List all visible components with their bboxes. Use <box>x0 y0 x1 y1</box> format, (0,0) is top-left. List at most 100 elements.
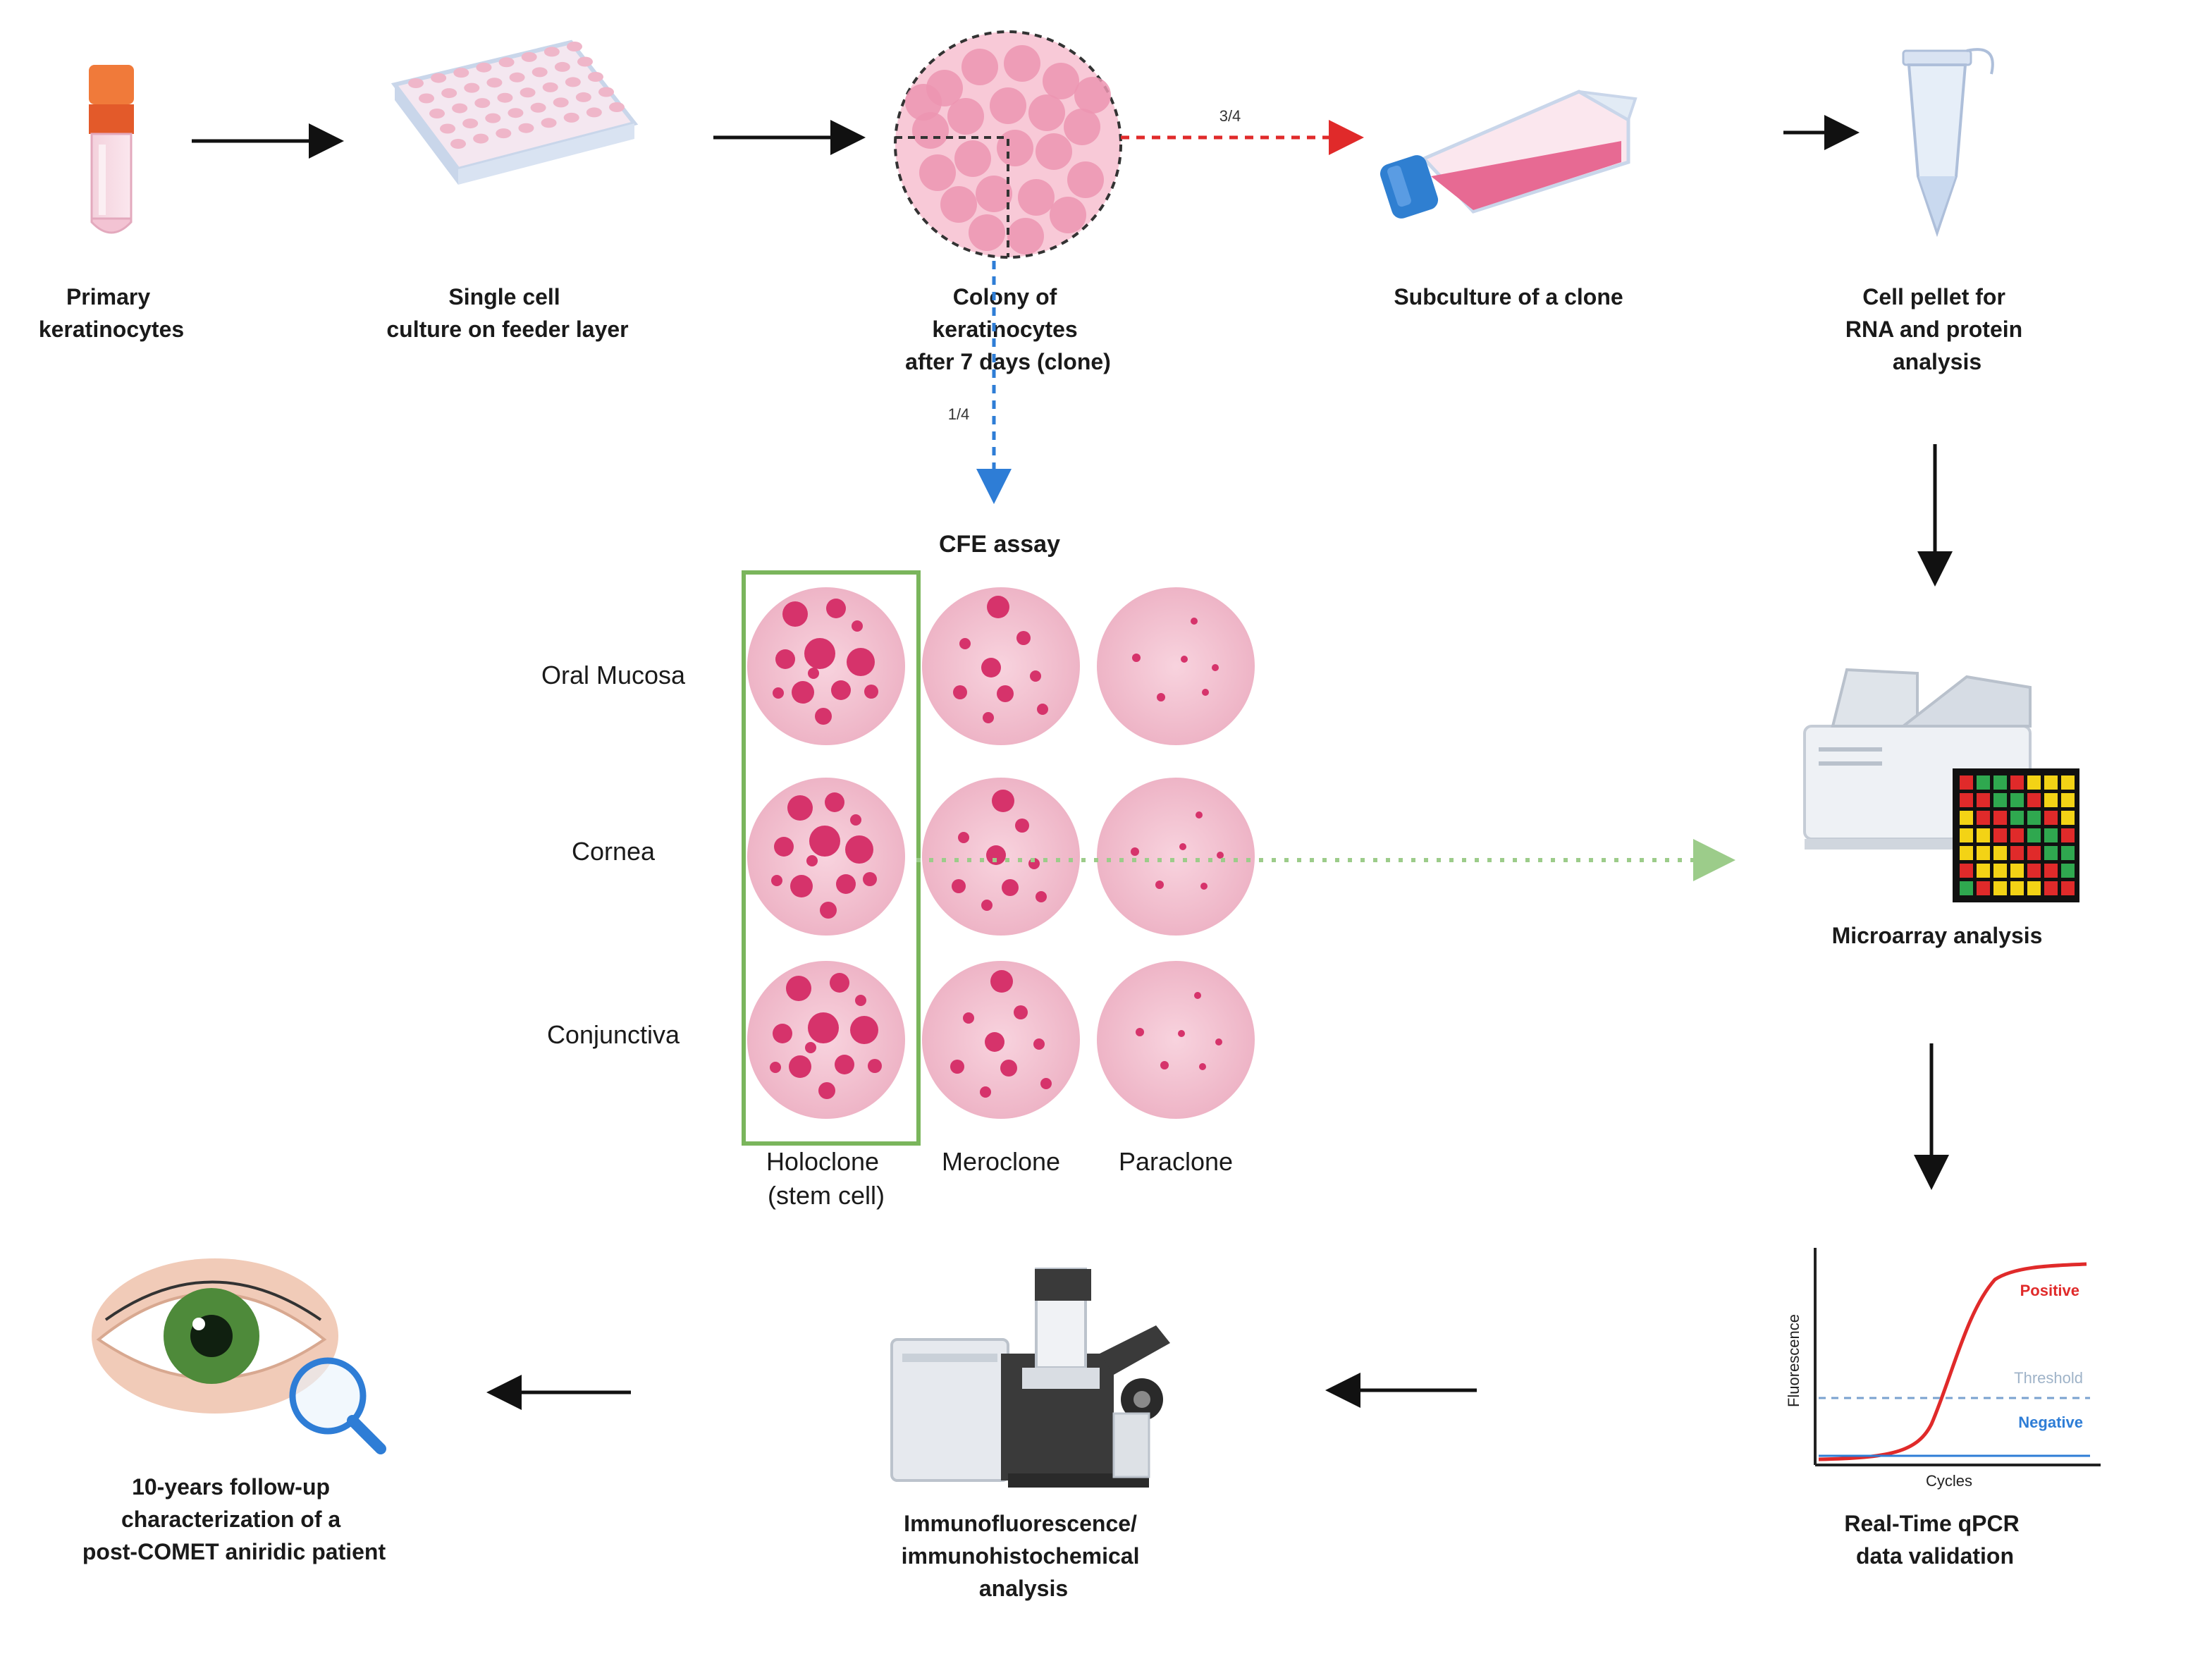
cfe-dish <box>922 587 1080 745</box>
plate-well <box>521 51 537 62</box>
cell-colony <box>868 1059 882 1073</box>
cell-colony <box>770 1062 781 1073</box>
cell-colony <box>981 658 1001 677</box>
microarray-spot <box>1993 846 2007 860</box>
plate-well <box>586 107 602 118</box>
plate-well <box>496 128 512 139</box>
cell-colony <box>845 835 873 864</box>
cell-colony <box>830 973 849 993</box>
microarray-spot <box>1993 793 2007 807</box>
cell-colony <box>826 599 846 618</box>
cell-colony <box>809 826 840 857</box>
cell-colony <box>1160 1061 1169 1069</box>
colony-cell <box>919 154 956 191</box>
cfe-row-oral-mucosa: Oral Mucosa <box>541 661 686 689</box>
plate-well <box>554 61 570 72</box>
cell-colony <box>773 1024 792 1043</box>
cell-colony <box>1132 654 1141 662</box>
plate-well <box>542 82 558 92</box>
microarray-spot <box>1977 775 1990 790</box>
microarray-spot <box>2061 775 2075 790</box>
plate-well <box>565 77 581 87</box>
plate-well <box>543 47 560 57</box>
cell-colony <box>806 855 818 866</box>
microarray-spot <box>2010 864 2024 878</box>
cell-colony <box>1030 670 1041 682</box>
microarray-spot <box>2044 881 2058 895</box>
culture-flask-icon <box>1380 90 1638 219</box>
microarray-spot <box>2027 881 2041 895</box>
cell-colony <box>985 1032 1004 1052</box>
cell-colony <box>1178 1030 1185 1037</box>
plate-well <box>429 109 445 118</box>
cell-colony <box>790 875 813 897</box>
eppendorf-tube-icon <box>1902 48 1994 238</box>
step-single-cell-label: Single cell culture on feeder layer <box>386 284 628 342</box>
microarray-spot <box>2061 846 2075 860</box>
plate-well <box>462 118 479 129</box>
blood-tube-icon <box>89 65 134 234</box>
colony-cell <box>1028 94 1065 131</box>
microarray-spot <box>1960 828 1973 842</box>
cell-colony <box>1036 891 1047 902</box>
cell-colony <box>990 970 1013 993</box>
plate-well <box>452 103 468 114</box>
qpcr-positive-curve <box>1818 1262 2087 1461</box>
colony-cell <box>1050 197 1086 233</box>
cell-colony <box>1037 704 1048 715</box>
plate-well <box>473 133 489 144</box>
cfe-dish <box>747 778 905 936</box>
cell-colony <box>786 976 811 1001</box>
cell-colony <box>950 1060 964 1074</box>
cfe-dish <box>1097 778 1255 936</box>
colony-cell <box>969 214 1005 251</box>
microarray-spot <box>2061 881 2075 895</box>
cell-colony <box>815 708 832 725</box>
microarray-spot <box>1960 864 1973 878</box>
microarray-spot <box>2061 864 2075 878</box>
step-followup-label: 10-years follow-up characterization of a… <box>82 1474 386 1564</box>
qpcr-xlabel: Cycles <box>1926 1472 1972 1490</box>
plate-well <box>408 78 424 88</box>
cell-colony <box>1131 847 1139 856</box>
cell-colony <box>986 845 1006 865</box>
cell-colony <box>855 995 866 1006</box>
plate-well <box>464 82 480 93</box>
microarray-spot <box>2027 793 2041 807</box>
microarray-spot <box>2010 881 2024 895</box>
microarray-spot <box>2027 811 2041 825</box>
microarray-spot <box>2061 793 2075 807</box>
cell-colony <box>808 1012 839 1043</box>
colony-cell <box>976 176 1012 212</box>
plate-well <box>518 123 534 133</box>
plate-well <box>474 98 491 109</box>
microarray-spot <box>2010 811 2024 825</box>
step-subculture-label: Subculture of a clone <box>1394 284 1623 309</box>
colony-cell <box>1067 161 1104 198</box>
microarray-spot <box>2010 828 2024 842</box>
qpcr-ylabel: Fluorescence <box>1785 1314 1802 1407</box>
cell-colony <box>1215 1038 1222 1046</box>
colony-cell <box>1036 133 1072 170</box>
cfe-col-holoclone: Holoclone (stem cell) <box>766 1147 886 1210</box>
microarray-spot <box>2027 864 2041 878</box>
microarray-spot <box>2027 846 2041 860</box>
cell-colony <box>808 668 819 679</box>
microarray-spot <box>1960 846 1973 860</box>
cell-colony <box>958 832 969 843</box>
colony-cell <box>905 84 942 121</box>
plate-well <box>567 42 582 51</box>
cell-colony <box>1155 881 1164 889</box>
cell-colony <box>850 814 861 826</box>
cell-colony <box>1202 689 1209 696</box>
microarray-spot <box>1960 793 1973 807</box>
plate-well <box>563 112 579 123</box>
cell-colony <box>831 680 851 700</box>
cell-colony <box>981 900 993 911</box>
cell-colony <box>1014 1005 1028 1019</box>
cell-colony <box>1217 852 1224 859</box>
cell-colony <box>787 795 813 821</box>
plate-well <box>450 139 466 149</box>
colony-cell <box>1004 45 1040 82</box>
cell-colony <box>1040 1078 1052 1089</box>
